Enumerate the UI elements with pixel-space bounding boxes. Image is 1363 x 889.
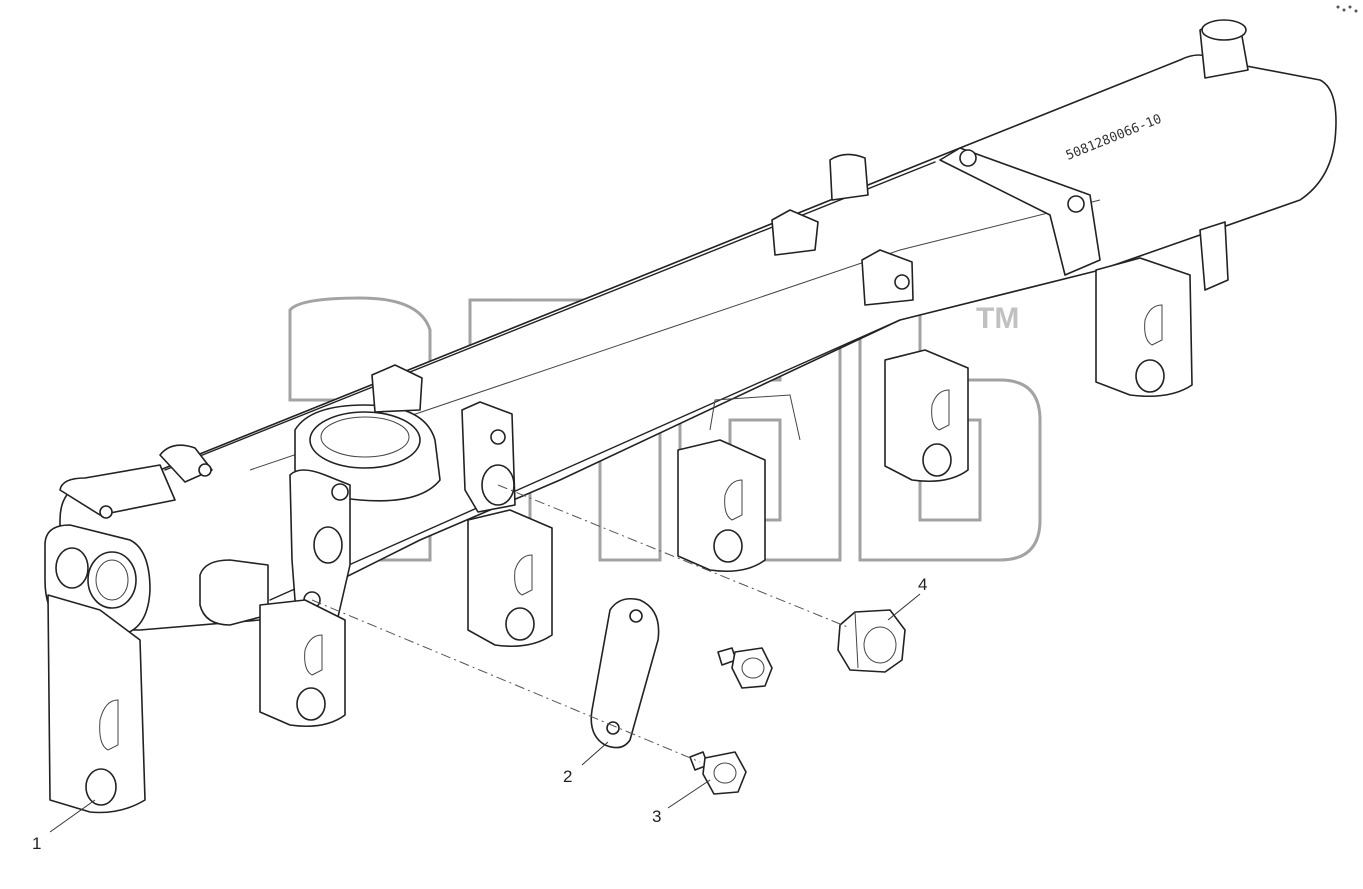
support-leg-1 [47, 594, 146, 814]
front-top-hole [99, 505, 113, 519]
front-top-bracket [59, 464, 176, 516]
corner-mark [1336, 5, 1358, 13]
front-flange-mid-hole [313, 526, 343, 564]
alignment-line-upper [497, 484, 851, 629]
callout-1: 1 [32, 834, 41, 853]
gasket-outline [590, 597, 660, 749]
gasket-hole-bottom [606, 721, 620, 735]
side-plug [199, 559, 269, 626]
gasket-hole-top [629, 609, 643, 623]
front-port-thread [320, 416, 410, 458]
top-boss-1 [829, 153, 869, 201]
part-1-shaft-assembly: 5081280066-10 [44, 19, 1337, 814]
leader-4 [887, 593, 921, 621]
watermark-trademark: TM [976, 302, 1019, 335]
top-boss-3-hole [894, 274, 910, 290]
plate-bolt-hole-2 [1067, 195, 1085, 213]
shaft-mid-edge [249, 199, 1101, 471]
support-leg-6 [1095, 221, 1229, 398]
support-leg-3 [467, 509, 553, 648]
top-boss-2 [771, 209, 819, 256]
leader-1 [49, 799, 96, 833]
callout-4: 4 [918, 575, 927, 594]
part-2-gasket [590, 597, 660, 749]
part-3-bolt-upper [717, 647, 773, 689]
part-3-bolt-lower [689, 751, 747, 795]
front-port-right-inner [95, 559, 129, 601]
rear-cap-top [1201, 19, 1247, 41]
front-port-left [55, 547, 89, 589]
callout-3: 3 [652, 807, 661, 826]
front-port-bore [309, 411, 421, 469]
top-boss-3 [861, 249, 914, 306]
side-boss-small-hole [490, 429, 506, 445]
shaft-top-edge [164, 161, 936, 471]
support-leg-4 [677, 394, 801, 573]
leader-3 [667, 779, 711, 809]
front-top-lobe-hole [198, 463, 212, 477]
raised-plate [939, 147, 1101, 276]
front-flange-top-hole [331, 483, 349, 501]
shaft-bottom-edge [269, 319, 901, 601]
callout-2: 2 [563, 767, 572, 786]
support-leg-2 [259, 599, 346, 728]
support-leg-5 [884, 349, 969, 483]
part-4-plug [837, 609, 906, 673]
leader-2 [581, 741, 609, 766]
plate-bolt-hole-1 [959, 149, 977, 167]
upper-boss [371, 364, 423, 413]
